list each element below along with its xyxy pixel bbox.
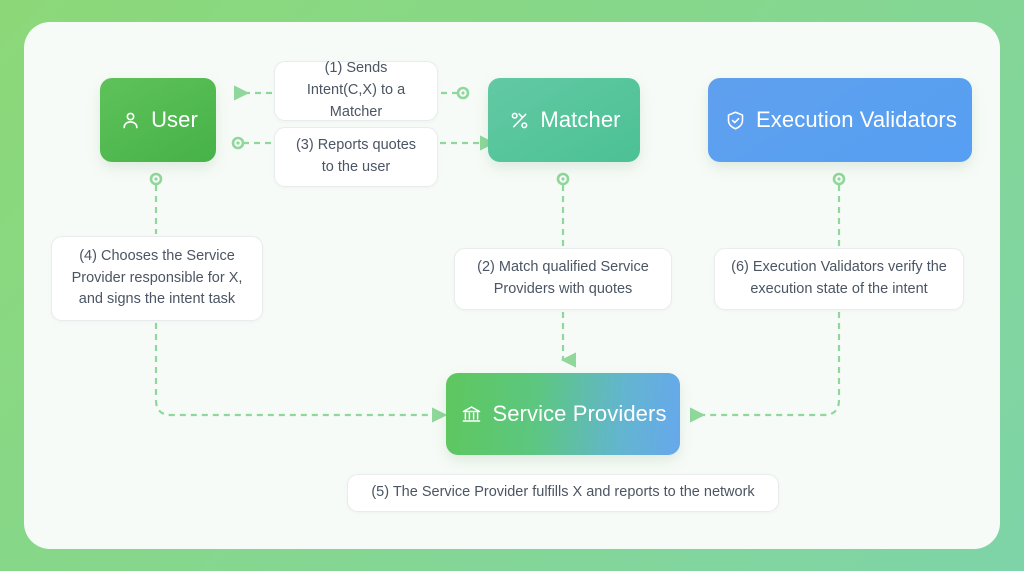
- node-user[interactable]: User: [100, 78, 216, 162]
- node-user-label: User: [151, 107, 198, 132]
- percent-match-icon: [507, 108, 531, 132]
- step-5-caption: (5) The Service Provider fulfills X and …: [347, 474, 779, 512]
- shield-check-icon: [723, 108, 747, 132]
- node-validators-label: Execution Validators: [756, 107, 957, 132]
- step-6-caption: (6) Execution Validators verify the exec…: [714, 248, 964, 310]
- user-icon: [118, 108, 142, 132]
- node-service-providers[interactable]: Service Providers: [446, 373, 680, 455]
- node-matcher-label: Matcher: [540, 107, 621, 132]
- step-1-caption: (1) Sends Intent(C,X) to a Matcher: [274, 60, 438, 121]
- node-execution-validators[interactable]: Execution Validators: [708, 78, 972, 162]
- node-providers-label: Service Providers: [492, 401, 667, 426]
- node-matcher[interactable]: Matcher: [488, 78, 640, 162]
- step-3-caption: (3) Reports quotes to the user: [274, 127, 438, 187]
- step-4-caption: (4) Chooses the Service Provider respons…: [51, 236, 263, 321]
- step-2-caption: (2) Match qualified Service Providers wi…: [454, 248, 672, 310]
- bank-icon: [459, 402, 483, 426]
